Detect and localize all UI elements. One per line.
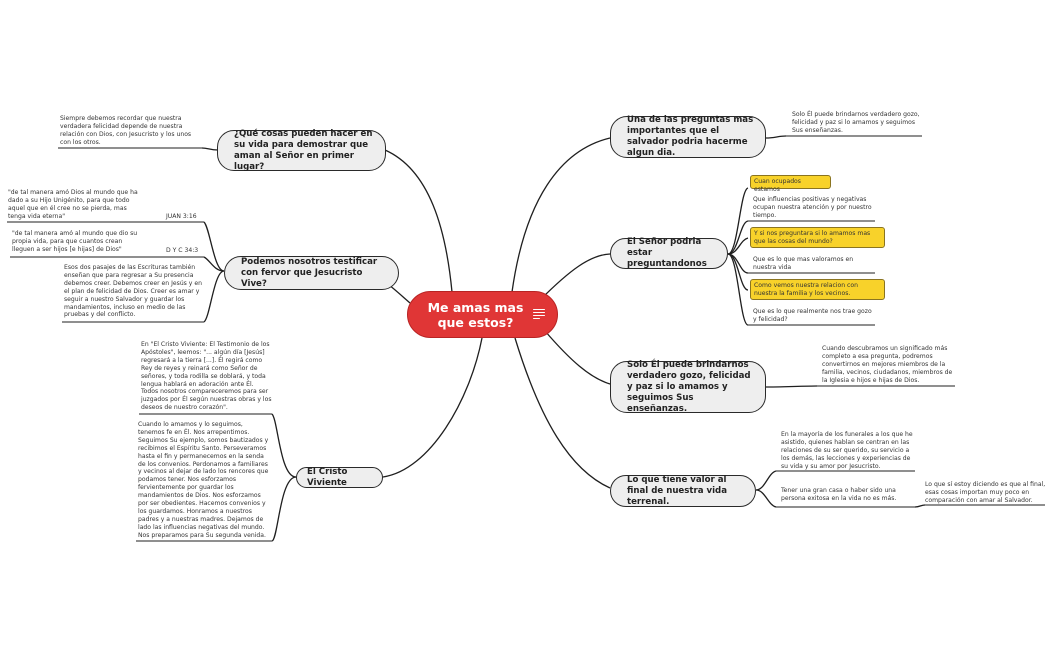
- note-al-final: Lo que sí estoy diciendo es que al final…: [925, 481, 1046, 504]
- topic-pregunta-label: Una de las preguntas mas importantes que…: [627, 115, 754, 158]
- topic-valor-label: Lo que tiene valor al final de nuestra v…: [627, 474, 728, 507]
- topic-testificar-label: Podemos nosotros testificar con fervor q…: [241, 256, 378, 289]
- quote-dyc: "de tal manera amó al mundo que dio su p…: [12, 230, 138, 253]
- topic-cristo-viviente-label: El Cristo Viviente: [307, 466, 348, 488]
- topic-pregunta[interactable]: Una de las preguntas mas importantes que…: [610, 115, 766, 158]
- note-solo-el: Solo Él puede brindarnos verdadero gozo,…: [792, 111, 920, 134]
- tag-amamos-mas[interactable]: Y si nos preguntara si lo amamos mas que…: [750, 227, 885, 248]
- note-pasajes: Esos dos pasajes de las Escrituras tambi…: [64, 264, 202, 319]
- note-felicidad: Siempre debemos recordar que nuestra ver…: [60, 115, 192, 146]
- ref-dyc: D Y C 34:3: [166, 247, 199, 254]
- topic-solo-el-label: Solo Él puede brindarnos verdadero gozo,…: [627, 359, 751, 414]
- note-seguimos: Cuando lo amamos y lo seguimos, tenemos …: [138, 421, 269, 539]
- detail-gozo: Que es lo que realmente nos trae gozo y …: [753, 308, 872, 323]
- topic-senor-label: El Señor podria estar preguntandonos: [627, 237, 707, 269]
- topic-que-cosas[interactable]: ¿Qué cosas pueden hacer en su vida para …: [217, 128, 386, 172]
- notes-icon[interactable]: [533, 309, 545, 320]
- note-significado: Cuando descubramos un significado más co…: [822, 345, 953, 384]
- detail-valoramos: Que es lo que mas valoramos en nuestra v…: [753, 256, 854, 271]
- topic-valor-final[interactable]: Lo que tiene valor al final de nuestra v…: [610, 475, 756, 507]
- topic-senor-preguntando[interactable]: El Señor podria estar preguntandonos: [610, 237, 728, 269]
- ref-juan: JUAN 3:16: [166, 213, 197, 220]
- topic-testificar[interactable]: Podemos nosotros testificar con fervor q…: [224, 256, 399, 290]
- quote-juan: "de tal manera amó Dios al mundo que ha …: [8, 189, 138, 220]
- tag-ocupados[interactable]: Cuan ocupados estamos: [750, 175, 831, 193]
- note-gran-casa: Tener una gran casa o haber sido una per…: [781, 487, 897, 502]
- note-testimonio-apostoles: En "El Cristo Viviente: El Testimonio de…: [141, 341, 272, 412]
- detail-influencias: Que influencias positivas y negativas oc…: [753, 196, 872, 219]
- topic-que-cosas-label: ¿Qué cosas pueden hacer en su vida para …: [234, 128, 373, 172]
- topic-solo-el[interactable]: Solo Él puede brindarnos verdadero gozo,…: [610, 359, 766, 414]
- note-funerales: En la mayoría de los funerales a los que…: [781, 431, 913, 470]
- topic-cristo-viviente[interactable]: El Cristo Viviente: [296, 467, 383, 488]
- tag-relacion-familia[interactable]: Como vemos nuestra relacion con nuestra …: [750, 279, 885, 300]
- central-title: Me amas mas que estos?: [427, 299, 524, 330]
- central-topic[interactable]: Me amas mas que estos?: [407, 291, 558, 338]
